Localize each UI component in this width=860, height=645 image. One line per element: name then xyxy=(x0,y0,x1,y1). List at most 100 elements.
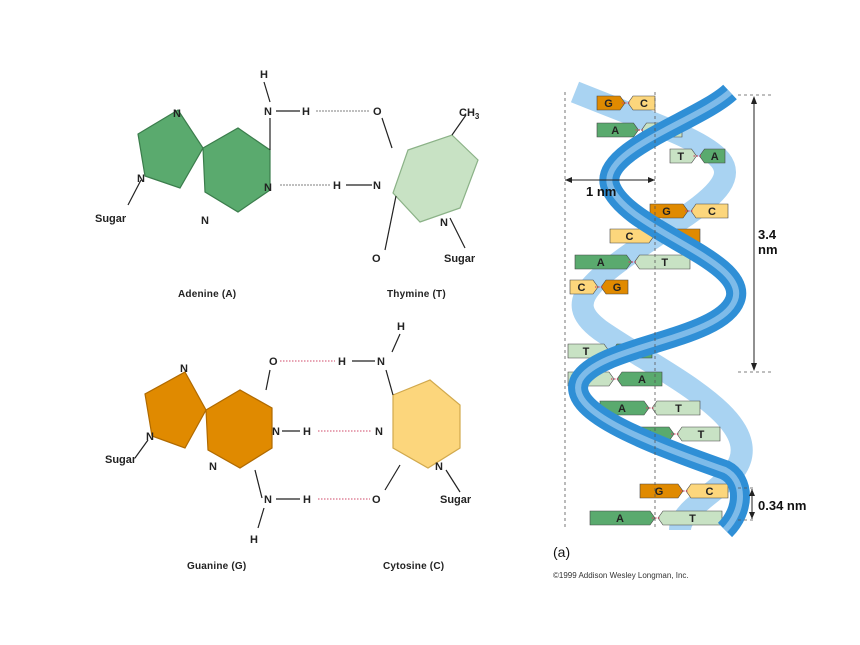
thymine-caption: Thymine (T) xyxy=(387,289,446,300)
base-right xyxy=(627,95,656,111)
thymine-sugar: Sugar xyxy=(444,253,476,265)
base-left-letter: A xyxy=(611,125,619,137)
base-right-letter: A xyxy=(711,151,719,163)
adenine-six-ring xyxy=(202,127,271,213)
base-right xyxy=(600,279,629,295)
base-left xyxy=(574,254,632,270)
guanine-n2: N xyxy=(264,494,272,506)
cytosine-molecule xyxy=(384,369,461,493)
base-right-letter: C xyxy=(708,206,716,218)
guanine-h2a: H xyxy=(303,494,311,506)
thymine-o4: O xyxy=(373,106,382,118)
base-right xyxy=(676,426,721,442)
base-left-letter: C xyxy=(626,231,634,243)
thymine-h3: H xyxy=(333,180,341,192)
adenine-sugar: Sugar xyxy=(95,213,127,225)
cytosine-n1: N xyxy=(435,461,443,473)
adenine-n3: N xyxy=(201,215,209,227)
base-left-letter: G xyxy=(662,206,671,218)
adenine-n7: N xyxy=(173,108,181,120)
guanine-n7: N xyxy=(180,363,188,375)
adenine-five-ring xyxy=(137,109,204,189)
base-left xyxy=(569,279,599,295)
base-left-letter: G xyxy=(655,486,664,498)
base-right-letter: T xyxy=(689,513,696,525)
adenine-n1: N xyxy=(264,182,272,194)
guanine-n1: N xyxy=(272,426,280,438)
base-left-letter: G xyxy=(604,98,613,110)
base-right xyxy=(657,510,723,526)
pitch-label-unit: nm xyxy=(758,242,778,257)
base-left xyxy=(669,148,697,164)
guanine-sugar: Sugar xyxy=(105,454,137,466)
adenine-n-amine: N xyxy=(264,106,272,118)
copyright-note: ©1999 Addison Wesley Longman, Inc. xyxy=(553,571,689,580)
panel-label: (a) xyxy=(553,544,570,560)
cytosine-ring xyxy=(392,379,461,469)
thymine-o2: O xyxy=(372,253,381,265)
base-left xyxy=(596,95,626,111)
guanine-caption: Guanine (G) xyxy=(187,561,246,572)
guanine-h1: H xyxy=(303,426,311,438)
base-right-letter: A xyxy=(638,374,646,386)
adenine-molecule xyxy=(127,109,271,213)
cytosine-o2: O xyxy=(372,494,381,506)
cytosine-h4b: H xyxy=(338,356,346,368)
base-left xyxy=(639,483,684,499)
thymine-methyl: CH3 xyxy=(459,107,480,121)
guanine-five-ring xyxy=(144,371,207,449)
base-right xyxy=(685,483,729,499)
adenine-h-top: H xyxy=(260,69,268,81)
adenine-h-amine: H xyxy=(302,106,310,118)
thymine-n3: N xyxy=(373,180,381,192)
base-left-letter: T xyxy=(583,346,590,358)
base-right-letter: T xyxy=(661,257,668,269)
guanine-six-ring xyxy=(205,389,273,469)
base-right-letter: C xyxy=(706,486,714,498)
guanine-n9: N xyxy=(146,431,154,443)
cytosine-h4a: H xyxy=(397,321,405,333)
base-right xyxy=(699,148,726,164)
thymine-ring xyxy=(392,134,479,223)
base-right xyxy=(634,254,691,270)
guanine-molecule xyxy=(134,369,273,499)
base-right-letter: G xyxy=(613,282,622,294)
guanine-h2b: H xyxy=(250,534,258,546)
base-right xyxy=(690,203,729,219)
cytosine-sugar: Sugar xyxy=(440,494,472,506)
pitch-label-value: 3.4 xyxy=(758,227,777,242)
base-left-letter: A xyxy=(597,257,605,269)
width-measure-label: 1 nm xyxy=(586,184,616,199)
base-left-letter: A xyxy=(618,403,626,415)
base-left-letter: A xyxy=(616,513,624,525)
cytosine-caption: Cytosine (C) xyxy=(383,561,444,572)
base-left xyxy=(596,122,639,138)
thymine-n1: N xyxy=(440,217,448,229)
guanine-o6: O xyxy=(269,356,278,368)
base-right-letter: C xyxy=(640,98,648,110)
base-right-letter: T xyxy=(675,403,682,415)
adenine-caption: Adenine (A) xyxy=(178,289,236,300)
cytosine-n3: N xyxy=(375,426,383,438)
base-right xyxy=(651,400,701,416)
rise-measure-label: 0.34 nm xyxy=(758,498,806,513)
base-left xyxy=(589,510,656,526)
base-left-letter: C xyxy=(578,282,586,294)
adenine-n9: N xyxy=(137,173,145,185)
guanine-n3: N xyxy=(209,461,217,473)
base-left-letter: T xyxy=(677,151,684,163)
cytosine-n4: N xyxy=(377,356,385,368)
base-right-letter: T xyxy=(698,429,705,441)
thymine-molecule xyxy=(381,114,479,251)
base-right xyxy=(616,371,663,387)
